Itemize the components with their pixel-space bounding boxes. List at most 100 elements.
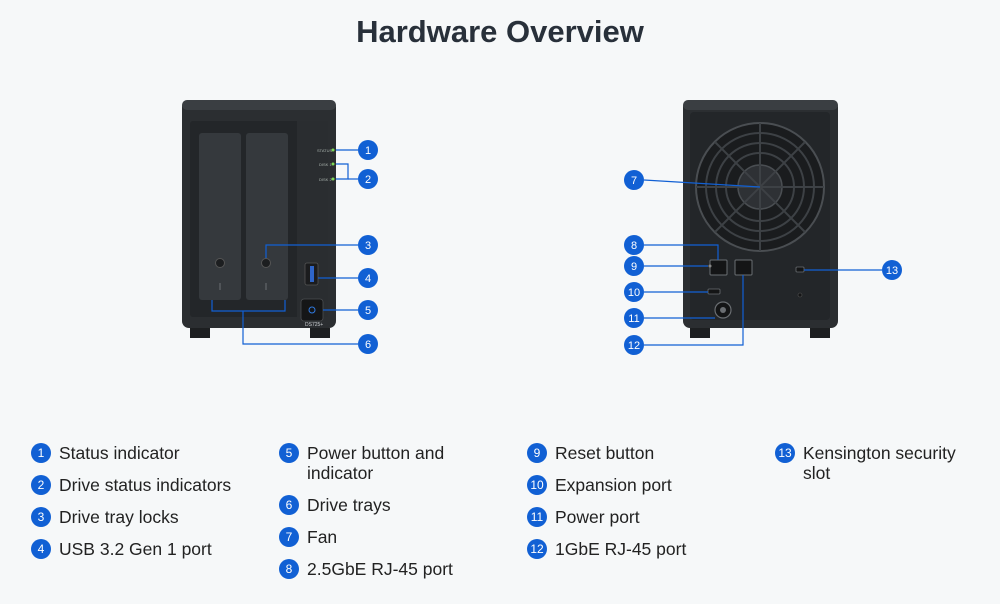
svg-text:7: 7: [631, 175, 637, 187]
badge-4: 4: [358, 268, 378, 288]
legend-item: 1 Status indicator: [31, 443, 271, 463]
model-label: DS725+: [305, 322, 323, 328]
screw-hole: [797, 292, 803, 298]
svg-text:13: 13: [886, 265, 898, 277]
drive-tray-1: [199, 133, 241, 300]
legend-badge: 9: [527, 443, 547, 463]
reset-button: [708, 264, 712, 268]
legend-item: 13 Kensington security slot: [775, 443, 975, 483]
front-top-bevel: [182, 100, 336, 110]
legend-badge: 8: [279, 559, 299, 579]
badge-12: 12: [624, 335, 644, 355]
svg-text:4: 4: [365, 273, 371, 285]
badge-10: 10: [624, 282, 644, 302]
legend-column-2: 5 Power button and indicator 6 Drive trays…: [279, 443, 479, 591]
badge-11: 11: [624, 308, 644, 328]
legend-badge: 4: [31, 539, 51, 559]
expansion-port: [707, 288, 721, 295]
leader-8: [644, 244, 719, 260]
svg-text:5: 5: [365, 305, 371, 317]
leader-12: [644, 275, 744, 346]
legend-label: Status indicator: [59, 443, 180, 463]
tray-lock-1: [215, 258, 225, 268]
legend-column-4: 13 Kensington security slot: [775, 443, 975, 495]
legend-label: Drive trays: [307, 495, 391, 515]
legend-label: Kensington security slot: [803, 443, 956, 483]
status-led: [331, 148, 335, 152]
legend-item: 5 Power button and indicator: [279, 443, 479, 483]
usb-port-tongue: [310, 266, 314, 282]
badge-7: 7: [624, 170, 644, 190]
badge-3: 3: [358, 235, 378, 255]
legend-label: Fan: [307, 527, 338, 547]
status-label: STATUS: [317, 148, 333, 153]
svg-text:10: 10: [628, 287, 640, 299]
badge-2: 2: [358, 169, 378, 189]
disk2-led: [331, 177, 335, 181]
kensington-slot: [795, 266, 805, 273]
power-button: [300, 298, 324, 322]
leader-6: [211, 300, 286, 312]
svg-text:8: 8: [631, 240, 637, 252]
back-foot-left: [690, 328, 710, 338]
svg-text:1: 1: [365, 145, 371, 157]
drive-tray-2: [246, 133, 288, 300]
legend-badge: 10: [527, 475, 547, 495]
legend-item: 11 Power port: [527, 507, 747, 527]
legend-label: Power button and indicator: [307, 443, 445, 483]
svg-text:9: 9: [631, 261, 637, 273]
back-foot-right: [810, 328, 830, 338]
leader-2: [336, 163, 349, 180]
front-view: DS725+ STATUS DISK 1 DISK 2: [182, 100, 336, 338]
legend-badge: 11: [527, 507, 547, 527]
badges: 1 2 3 4 5 6 7 8 9 10 11 12 13: [358, 140, 902, 355]
legend-item: 3 Drive tray locks: [31, 507, 271, 527]
power-port-pin: [720, 307, 726, 313]
leader-3: [265, 244, 358, 258]
legend-label: Expansion port: [555, 475, 672, 495]
legend-label: Power port: [555, 507, 640, 527]
leader-7: [643, 179, 761, 188]
leader-lines: [211, 149, 882, 346]
legend-badge: 1: [31, 443, 51, 463]
disk1-led: [331, 162, 335, 166]
legend-label: 1GbE RJ-45 port: [555, 539, 687, 559]
legend-label: USB 3.2 Gen 1 port: [59, 539, 212, 559]
svg-text:11: 11: [628, 313, 639, 325]
legend-badge: 13: [775, 443, 795, 463]
legend-badge: 5: [279, 443, 299, 463]
rj45-port-2-5gbe: [709, 259, 728, 276]
svg-text:2: 2: [365, 174, 371, 186]
legend-label: 2.5GbE RJ-45 port: [307, 559, 453, 579]
back-view: [683, 100, 838, 338]
leader-6-stem: [242, 311, 358, 345]
legend-item: 4 USB 3.2 Gen 1 port: [31, 539, 271, 559]
page-title: Hardware Overview: [356, 14, 644, 49]
legend-badge: 2: [31, 475, 51, 495]
svg-text:12: 12: [628, 340, 640, 352]
badge-9: 9: [624, 256, 644, 276]
disk2-label: DISK 2: [319, 177, 332, 182]
legend-item: 7 Fan: [279, 527, 479, 547]
legend-label: Drive tray locks: [59, 507, 179, 527]
legend-badge: 7: [279, 527, 299, 547]
badge-6: 6: [358, 334, 378, 354]
svg-text:3: 3: [365, 240, 371, 252]
back-top-bevel: [683, 100, 838, 110]
badge-13: 13: [882, 260, 902, 280]
front-foot-right: [310, 328, 330, 338]
badge-1: 1: [358, 140, 378, 160]
legend-badge: 6: [279, 495, 299, 515]
legend-item: 10 Expansion port: [527, 475, 747, 495]
legend-badge: 3: [31, 507, 51, 527]
legend-item: 6 Drive trays: [279, 495, 479, 515]
front-foot-left: [190, 328, 210, 338]
legend-item: 8 2.5GbE RJ-45 port: [279, 559, 479, 579]
power-led: [308, 306, 316, 314]
